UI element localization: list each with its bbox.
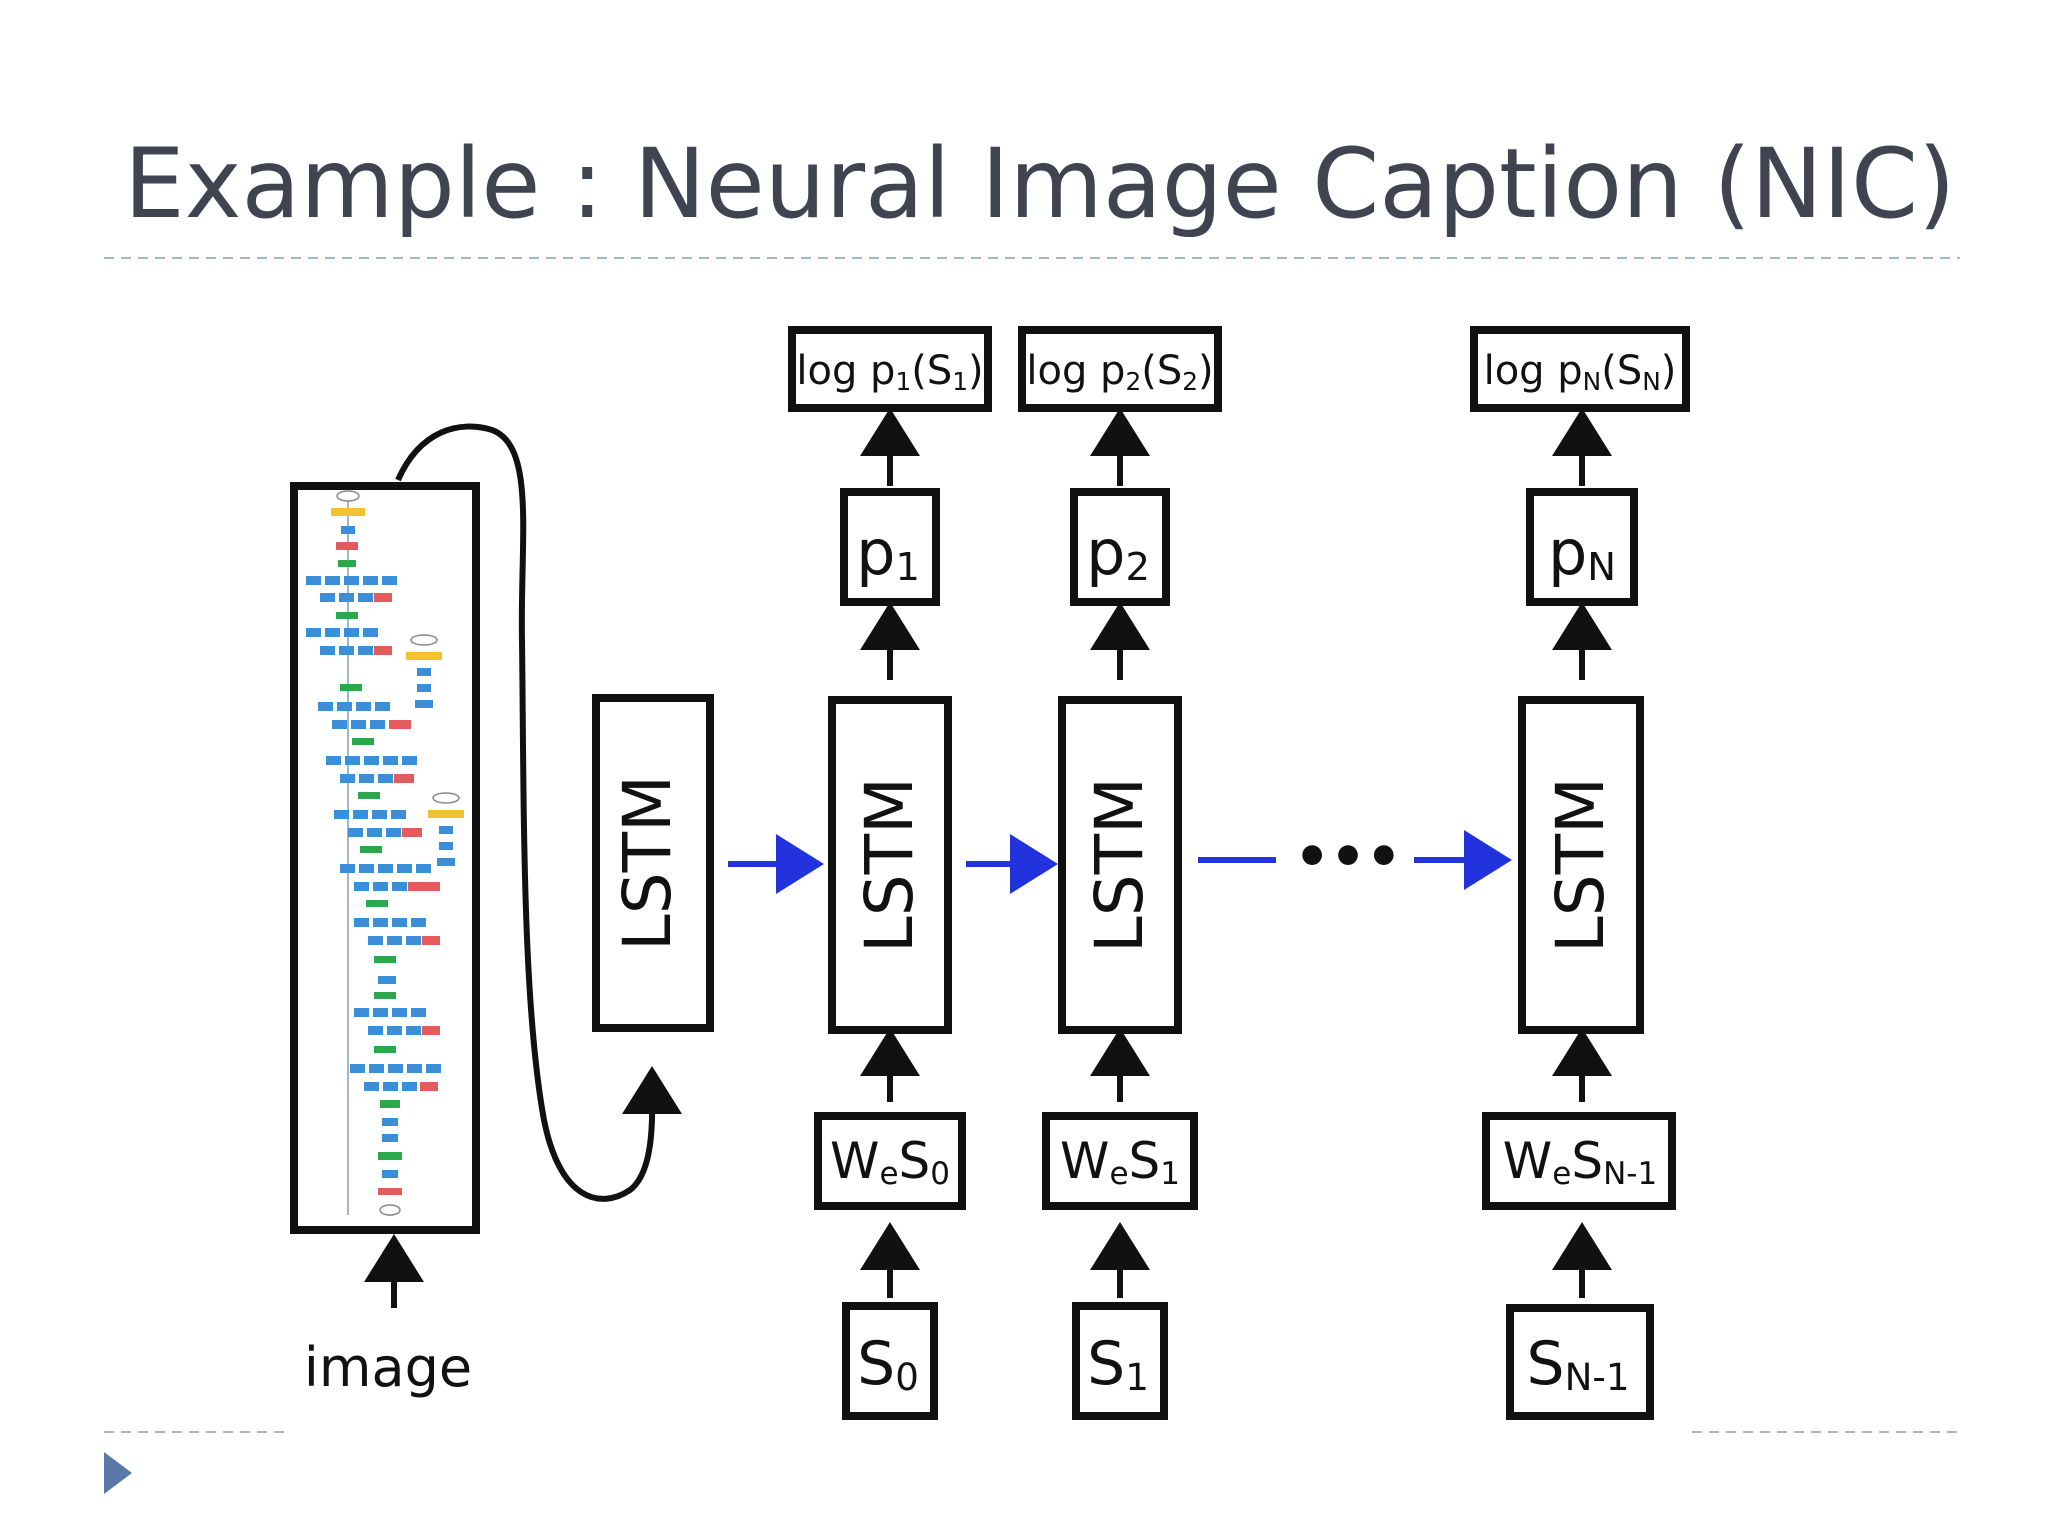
embed-box-n [1482, 1112, 1676, 1210]
step-column-2: log p2(S2) p2 LSTM WeS1 S1 [1018, 326, 1222, 1420]
triangle-bullet-icon [104, 1452, 132, 1494]
log-prob-label-n: log pN(SN) [1484, 348, 1677, 396]
embed-box-1 [814, 1112, 966, 1210]
token-label-2: S1 [1087, 1329, 1149, 1399]
log-prob-label-2: log p2(S2) [1026, 348, 1213, 396]
step-column-n: log pN(SN) pN LSTM WeSN-1 SN-1 [1470, 326, 1690, 1420]
embed-label-2: WeS1 [1060, 1132, 1180, 1192]
lstm-box-1 [828, 696, 952, 1034]
prob-label-1: p1 [856, 516, 920, 590]
token-label-n: SN-1 [1527, 1329, 1630, 1399]
prob-label-2: p2 [1086, 516, 1150, 590]
ellipsis-label: ••• [1294, 825, 1401, 890]
lstm-init-label: LSTM [609, 775, 686, 951]
lstm-box-2 [1058, 696, 1182, 1034]
token-box-n [1506, 1304, 1654, 1420]
image-label: image [304, 1336, 472, 1399]
step-column-1: log p1(S1) p1 LSTM WeS0 S0 [788, 326, 992, 1420]
log-prob-label-1: log p1(S1) [796, 348, 983, 396]
lstm-init-box [592, 694, 714, 1032]
cnn-to-lstm-connector [395, 423, 683, 1202]
prob-box-2 [1070, 488, 1170, 606]
token-label-1: S0 [857, 1329, 919, 1399]
token-box-2 [1072, 1302, 1168, 1420]
embed-label-n: WeSN-1 [1503, 1132, 1657, 1192]
inception-network-icon [306, 490, 464, 1216]
log-prob-box-2 [1018, 326, 1222, 412]
token-box-1 [842, 1302, 938, 1420]
embed-box-2 [1042, 1112, 1198, 1210]
prob-box-n [1526, 488, 1638, 606]
slide-title: Example : Neural Image Caption (NIC) [124, 128, 1956, 240]
lstm-label-1: LSTM [851, 777, 928, 953]
lstm-label-2: LSTM [1081, 777, 1158, 953]
prob-label-n: pN [1548, 516, 1616, 590]
embed-label-1: WeS0 [830, 1132, 950, 1192]
lstm-label-n: LSTM [1542, 777, 1619, 953]
